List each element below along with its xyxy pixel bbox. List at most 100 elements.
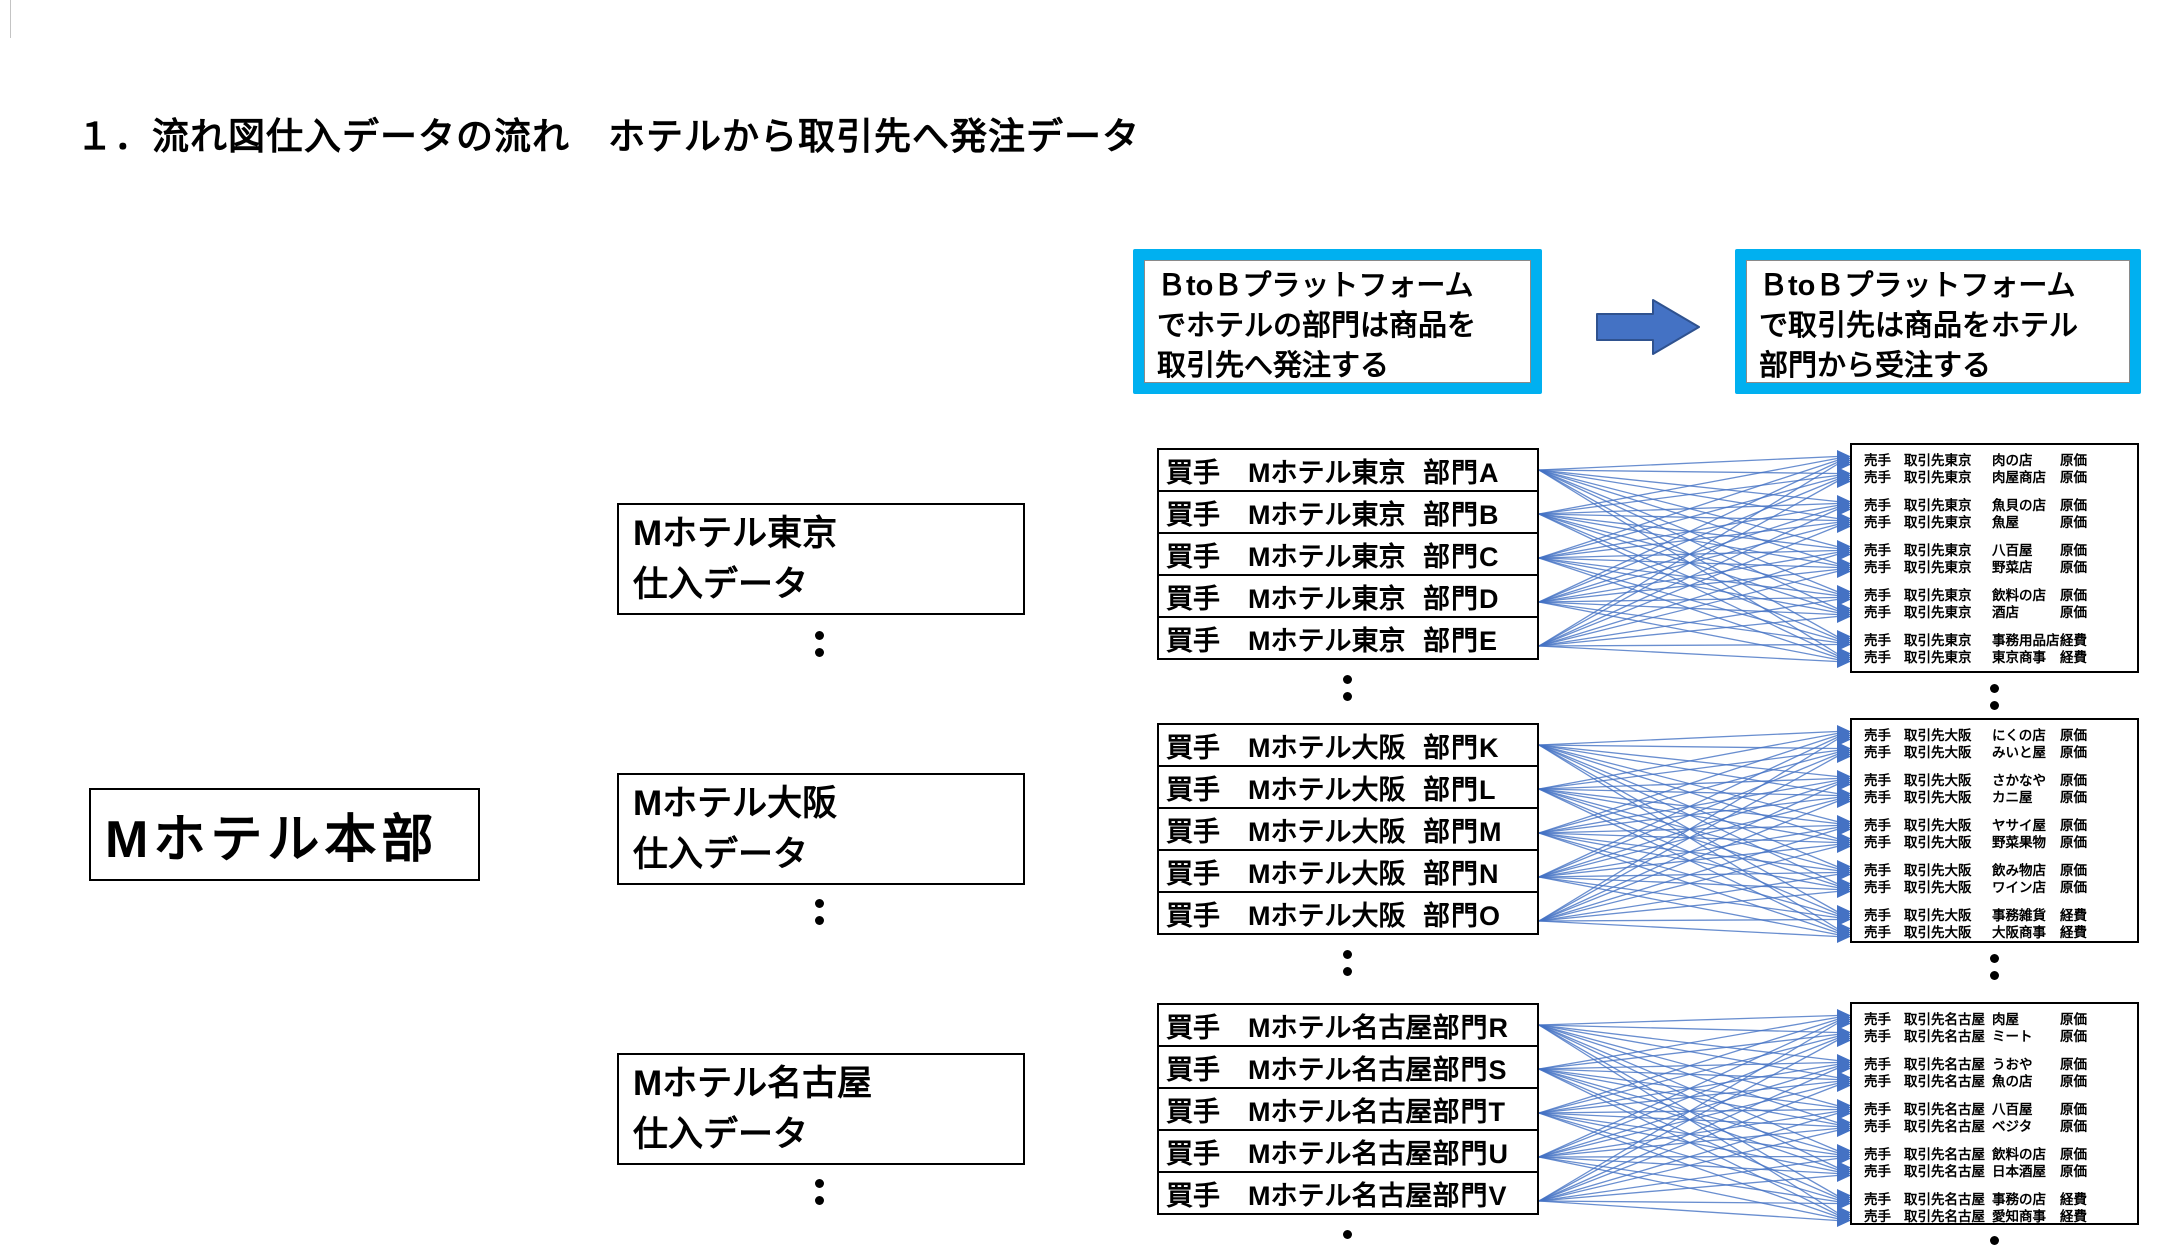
seller-region-label: 取引先大阪 [1904,880,1972,895]
connector-arrowhead-icon [1837,817,1851,830]
connector-arrowhead-icon [1837,1208,1851,1221]
connector-arrowhead-icon [1837,634,1851,647]
seller-role-label: 売手 [1864,925,1891,940]
buyer-hotel-label: Mホテル名古屋 [1248,1012,1433,1043]
seller-type-label: 原価 [2060,470,2087,485]
connector-arrowhead-icon [1837,548,1851,561]
seller-type-label: 経費 [2060,1192,2087,1207]
seller-region-label: 取引先東京 [1904,453,1972,468]
connector-arrowhead-icon [1837,879,1851,892]
connector-arrowhead-icon [1837,1124,1851,1137]
buyer-role-label: 買手 [1166,858,1220,889]
seller-region-label: 取引先名古屋 [1904,1209,1985,1224]
buyer-role-label: 買手 [1166,625,1220,656]
seller-pair: 売手取引先名古屋肉屋原価売手取引先名古屋ミート原価 [1864,1011,2137,1045]
connector-arrowhead-icon [1837,1161,1851,1174]
buyer-dept-label: 部門B [1423,499,1500,530]
connector-arrowhead-icon [1837,911,1851,924]
seller-type-label: 原価 [2060,498,2087,513]
connector-arrowhead-icon [1837,877,1851,890]
connector-arrowhead-icon [1837,1144,1851,1157]
seller-region-label: 取引先名古屋 [1904,1164,1985,1179]
connector-arrowhead-icon [1837,473,1851,486]
connector-arrowhead-icon [1837,742,1851,755]
seller-region-label: 取引先大阪 [1904,908,1972,923]
seller-vendor-label: 事務雑貨 [1992,908,2046,923]
connector-arrowhead-icon [1837,791,1851,804]
connector-arrowhead-icon [1837,821,1851,834]
buyer-dept-label: 部門L [1423,774,1497,805]
connector-arrowhead-icon [1837,832,1851,845]
connector-arrowhead-icon [1837,770,1851,783]
buyer-dept-label: 部門U [1432,1138,1509,1169]
seller-type-label: 原価 [2060,1012,2087,1027]
seller-pair: 売手取引先大阪にくの店原価売手取引先大阪みいと屋原価 [1864,727,2137,761]
seller-vendor-label: ヤサイ屋 [1992,818,2046,833]
seller-row: 売手取引先大阪ワイン店原価 [1864,879,2137,896]
connector-arrowhead-icon [1837,563,1851,576]
seller-type-label: 経費 [2060,925,2087,940]
connector-arrowhead-icon [1837,454,1851,467]
seller-row: 売手取引先大阪大阪商事経費 [1864,924,2137,941]
connector-arrowhead-icon [1837,1009,1851,1022]
connector-arrowhead-icon [1837,546,1851,559]
connector-arrowhead-icon [1837,1197,1851,1210]
seller-type-label: 原価 [2060,543,2087,558]
connector-arrowhead-icon [1837,559,1851,572]
purchase-data-box-tokyo: Mホテル東京 仕入データ [617,503,1025,615]
buyer-hotel-label: Mホテル東京 [1248,583,1406,614]
buyer-dept-label: 部門S [1432,1054,1508,1085]
seller-role-label: 売手 [1864,1209,1891,1224]
connector-arrowhead-icon [1837,725,1851,738]
seller-row: 売手取引先名古屋八百屋原価 [1864,1101,2137,1118]
connector-arrowhead-icon [1837,610,1851,623]
seller-type-label: 原価 [2060,1164,2087,1179]
seller-row: 売手取引先名古屋うおや原価 [1864,1056,2137,1073]
connector-arrowhead-icon [1837,731,1851,744]
connector-arrowhead-icon [1837,1103,1851,1116]
data-caption: 仕入データ [633,565,809,604]
connector-arrowhead-icon [1837,495,1851,508]
connector-arrowhead-icon [1837,1212,1851,1225]
seller-row: 売手取引先東京魚貝の店原価 [1864,497,2137,514]
ellipsis-dots [1990,1236,1999,1246]
seller-region-label: 取引先名古屋 [1904,1102,1985,1117]
seller-row: 売手取引先東京事務用品店経費 [1864,632,2137,649]
seller-region-label: 取引先東京 [1904,560,1972,575]
connector-arrowhead-icon [1837,905,1851,918]
seller-row: 売手取引先名古屋日本酒屋原価 [1864,1163,2137,1180]
seller-type-label: 原価 [2060,588,2087,603]
connector-arrowhead-icon [1837,864,1851,877]
seller-row: 売手取引先名古屋愛知商事経費 [1864,1208,2137,1224]
seller-type-label: 原価 [2060,880,2087,895]
seller-region-label: 取引先名古屋 [1904,1192,1985,1207]
seller-vendor-label: カニ屋 [1992,790,2033,805]
seller-region-label: 取引先名古屋 [1904,1029,1985,1044]
seller-role-label: 売手 [1864,818,1891,833]
seller-vendor-label: 魚の店 [1992,1074,2033,1089]
connector-arrowhead-icon [1837,471,1851,484]
connector-arrowhead-icon [1837,475,1851,488]
connector-arrowhead-icon [1837,1210,1851,1223]
seller-vendor-label: 魚屋 [1992,515,2019,530]
connector-arrowhead-icon [1837,924,1851,937]
connector-arrowhead-icon [1837,772,1851,785]
seller-region-label: 取引先大阪 [1904,925,1972,940]
seller-role-label: 売手 [1864,1012,1891,1027]
hotel-headquarters-label: Mホテル本部 [105,811,439,869]
connector-arrowhead-icon [1837,1122,1851,1135]
seller-region-label: 取引先東京 [1904,650,1972,665]
seller-pair: 売手取引先大阪ヤサイ屋原価売手取引先大阪野菜果物原価 [1864,817,2137,851]
connector-arrowhead-icon [1837,608,1851,621]
seller-vendor-label: みいと屋 [1992,745,2046,760]
connector-arrowhead-icon [1837,793,1851,806]
buyer-hotel-label: Mホテル大阪 [1248,816,1406,847]
connector-arrowhead-icon [1837,1107,1851,1120]
seller-type-label: 原価 [2060,745,2087,760]
seller-row: 売手取引先大阪ヤサイ屋原価 [1864,817,2137,834]
connector-arrowhead-icon [1837,866,1851,879]
